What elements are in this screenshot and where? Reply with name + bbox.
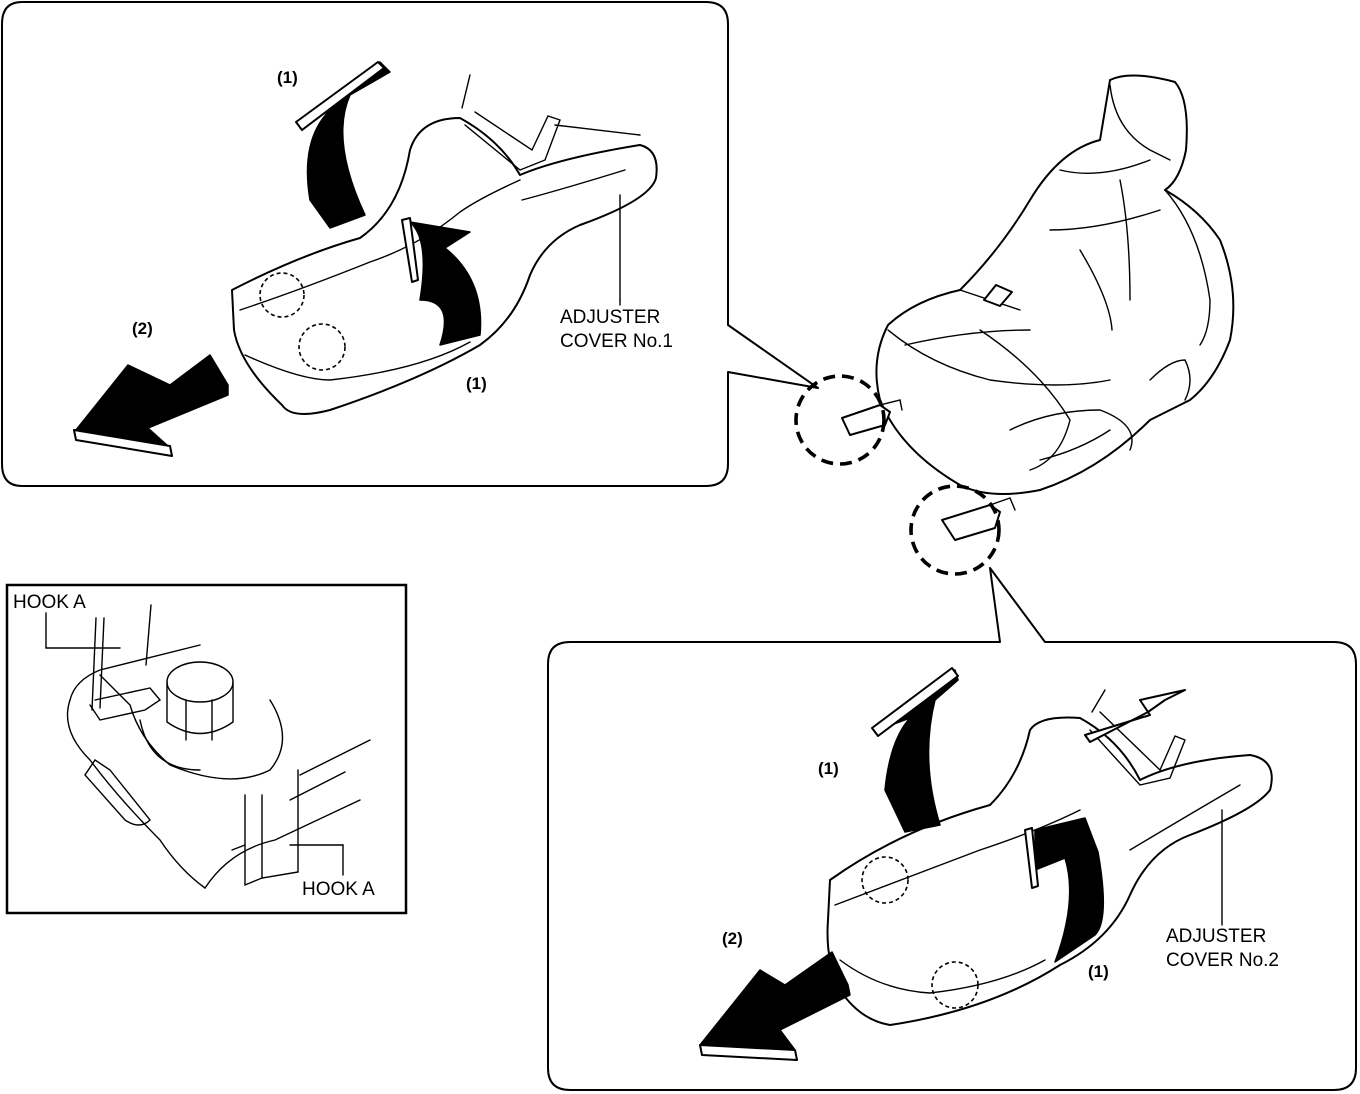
arrow-1-top-left: [295, 61, 391, 229]
adjuster-cover-1-label-line2: COVER No.1: [560, 331, 673, 352]
seat-drawing: [841, 74, 1235, 541]
arrow-1-lower-right: [1024, 817, 1105, 963]
hook-detail-drawing: [45, 604, 371, 889]
adjuster-cover-2-label-line2: COVER No.2: [1166, 950, 1279, 971]
hook-a-label-bottom: HOOK A: [302, 879, 375, 900]
adjuster-cover-2-drawing: [826, 689, 1273, 1026]
arrow-2-pull-left: [73, 354, 229, 457]
adjuster-cover-2-label-line1: ADJUSTER: [1166, 926, 1267, 947]
arrow-2-pull-right: [699, 951, 851, 1061]
step-2-label-left: (2): [132, 319, 153, 338]
focus-circle-cover-1: [794, 374, 886, 466]
adjuster-cover-1-label-line1: ADJUSTER: [560, 307, 661, 328]
arrow-1-top-right: [871, 667, 959, 833]
step-2-label-right: (2): [722, 929, 743, 948]
step-1-label-top-left: (1): [277, 68, 298, 87]
hook-detail-panel: [5, 583, 408, 915]
focus-circle-cover-2: [909, 484, 1001, 576]
step-1-label-lower-right: (1): [1088, 962, 1109, 981]
arrow-1-lower-left: [401, 217, 482, 346]
hook-a-label-top: HOOK A: [13, 592, 86, 613]
step-1-label-top-right: (1): [818, 759, 839, 778]
step-1-label-lower-left: (1): [466, 374, 487, 393]
